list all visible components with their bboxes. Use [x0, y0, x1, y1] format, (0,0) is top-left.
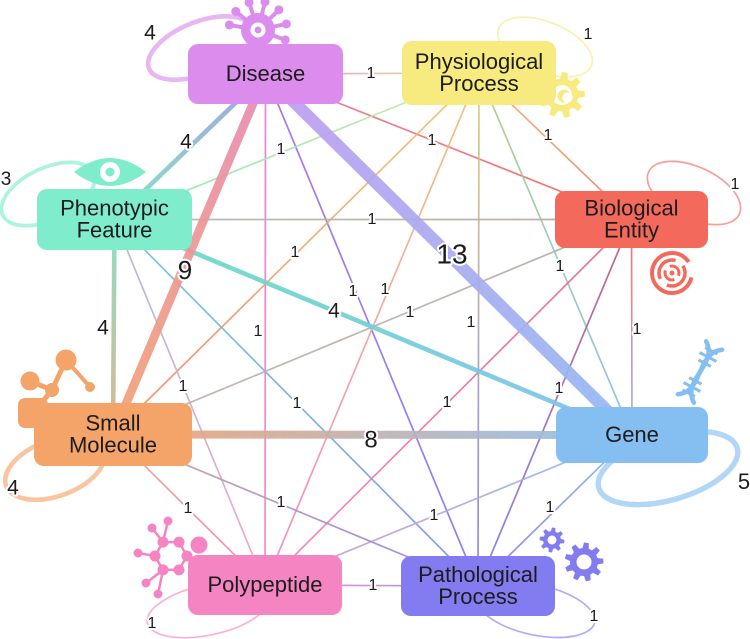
- node-label: Physiological: [415, 49, 543, 74]
- self-loop-weight-label: 1: [731, 176, 740, 193]
- node-gene[interactable]: Gene: [556, 407, 708, 463]
- edge-biological-entity--polypeptide: [264, 218, 633, 586]
- self-loop-weight-label: 1: [584, 26, 593, 43]
- edge-weight-label: 4: [97, 317, 109, 340]
- node-label: Molecule: [69, 433, 157, 458]
- edge-weight-label: 1: [467, 314, 476, 331]
- node-box-polypeptide[interactable]: [188, 555, 342, 615]
- node-label: Gene: [605, 422, 659, 447]
- edge-weight-label: 4: [180, 131, 192, 154]
- rose-icon: [650, 251, 694, 295]
- edge-weight-label: 1: [381, 281, 390, 298]
- edge-weight-label: 1: [254, 323, 263, 340]
- self-loop-weight-label: 5: [738, 469, 750, 494]
- gears-icon: [539, 527, 604, 582]
- edge-disease--small-molecule: [108, 69, 270, 439]
- edge-weight-label: 1: [546, 499, 555, 516]
- edge-phenotypic-feature--gene: [112, 217, 635, 438]
- edge-weight-label: 1: [555, 380, 564, 397]
- edge-weight-label: 1: [184, 500, 193, 517]
- self-loop-weight-label: 3: [1, 169, 12, 190]
- edge-weight-label: 1: [544, 127, 553, 144]
- node-polypeptide[interactable]: Polypeptide: [188, 555, 342, 615]
- dna-icon: [675, 339, 725, 405]
- node-box-small-molecule[interactable]: [34, 403, 192, 466]
- edge-weight-label: 1: [349, 283, 358, 300]
- edge-phenotypic-feature--small-molecule: [110, 217, 117, 437]
- edge-weight-label: 1: [369, 577, 378, 594]
- edge-weight-label: 1: [293, 395, 302, 412]
- edge-weight-label: 1: [556, 258, 565, 275]
- edge-weight-label: 1: [277, 141, 286, 158]
- edge-disease--gene: [259, 67, 639, 442]
- node-box-disease[interactable]: [188, 44, 343, 104]
- node-label: Entity: [604, 218, 659, 243]
- icons-layer: [18, 0, 725, 599]
- node-box-gene[interactable]: [556, 407, 708, 463]
- edge-weight-label: 1: [443, 394, 452, 411]
- edge-weight-label: 1: [367, 65, 376, 82]
- node-box-phenotypic-feature[interactable]: [37, 189, 192, 250]
- eye-icon: [74, 158, 146, 186]
- edge-weight-label: 8: [364, 426, 377, 453]
- glycan-icon: [133, 516, 208, 599]
- node-label: Biological: [584, 196, 678, 221]
- self-loop-weight-label: 4: [144, 22, 156, 45]
- edge-physiological-process--gene: [478, 72, 633, 436]
- virus-icon: [224, 0, 291, 47]
- node-label: Small: [85, 411, 140, 436]
- edge-weight-label: 9: [178, 255, 192, 285]
- node-disease[interactable]: Disease: [188, 44, 343, 104]
- edge-weight-label: 1: [291, 244, 300, 261]
- edge-weight-label: 1: [428, 132, 437, 149]
- node-label: Disease: [226, 61, 305, 86]
- edge-biological-entity--gene: [630, 218, 633, 436]
- edge-weight-label: 1: [406, 304, 415, 321]
- node-box-biological-entity[interactable]: [555, 191, 708, 248]
- edge-weight-label: 1: [179, 378, 188, 395]
- edge-weight-label: 1: [633, 321, 642, 338]
- node-label: Pathological: [418, 562, 538, 587]
- edge-gene--small-molecule: [109, 430, 636, 439]
- node-box-physiological-process[interactable]: [402, 41, 556, 105]
- edge-physiological-process--small-molecule: [112, 72, 480, 436]
- edge-weight-label: 1: [368, 211, 377, 228]
- edge-weight-label: 1: [430, 507, 439, 524]
- node-box-pathological-process[interactable]: [401, 556, 555, 616]
- node-label: Phenotypic: [60, 196, 169, 221]
- edge-physiological-process--pathological-process: [477, 72, 480, 587]
- node-label: Polypeptide: [208, 572, 323, 597]
- node-label: Process: [438, 584, 517, 609]
- edge-weight-label: 4: [328, 300, 340, 323]
- edge-disease--polypeptide: [264, 73, 267, 586]
- node-label: Process: [439, 71, 518, 96]
- self-loop-weight-label: 1: [590, 608, 599, 625]
- node-label: Feature: [77, 218, 153, 243]
- self-loop-weight-label: 4: [7, 477, 19, 500]
- edge-weight-label: 1: [277, 494, 286, 511]
- self-loop-weight-label: 1: [148, 615, 157, 632]
- edge-weight-label: 13: [436, 238, 467, 269]
